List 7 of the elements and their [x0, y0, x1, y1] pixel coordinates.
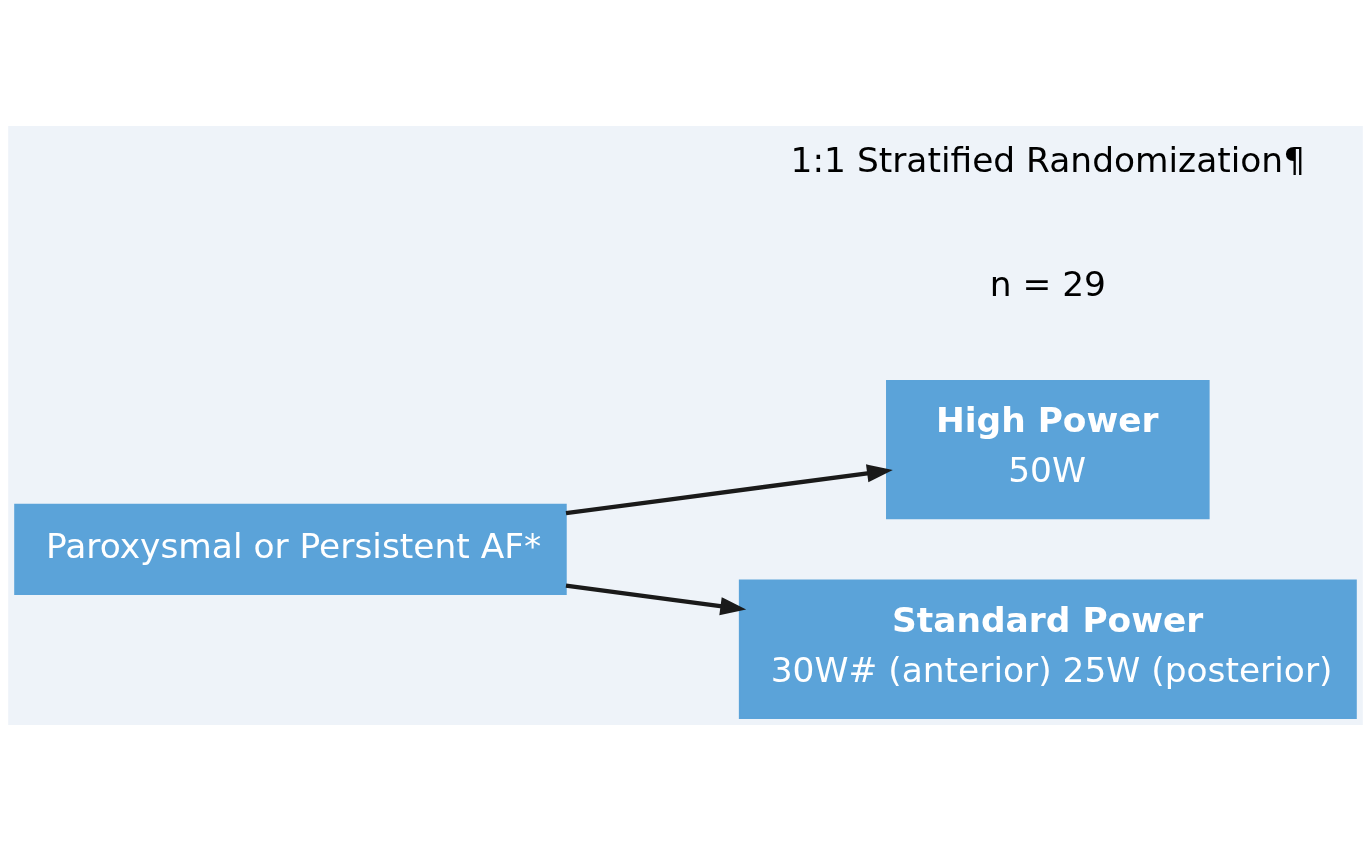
- node-box: High Power 50W: [886, 379, 1210, 520]
- node-box: Standard Power 30W# (anterior) 25W (posterior): [738, 579, 1357, 719]
- arrow: [565, 583, 747, 616]
- arrow: [565, 464, 893, 516]
- node-box: Paroxysmal or Persistent AF*: [14, 503, 567, 596]
- node-label: n = 29: [989, 264, 1106, 305]
- label: 1:1 Stratified Randomization¶: [790, 140, 1306, 181]
